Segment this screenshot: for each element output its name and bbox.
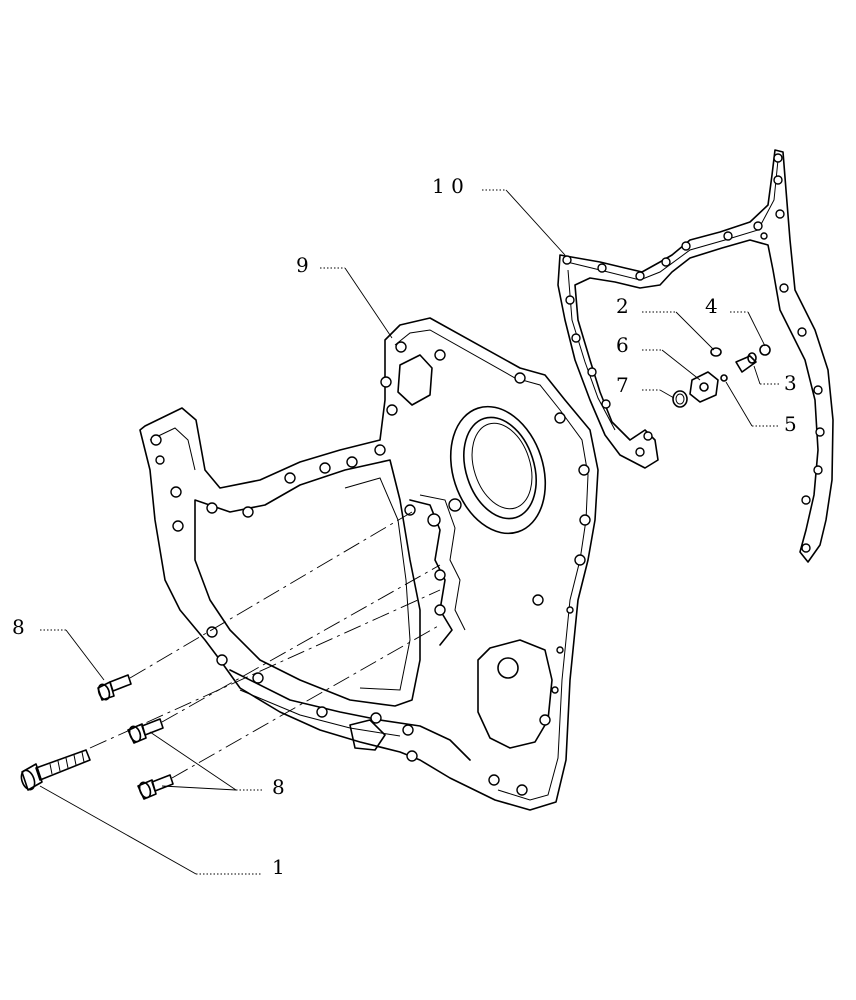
callout-8-lower: 8: [272, 775, 285, 799]
callout-4: 4: [705, 294, 718, 318]
timing-cover-part-9: [139, 317, 599, 811]
callout-labels: 1 0 9 2 4 6 7 3 5 8 8 1: [12, 174, 797, 879]
callout-1: 1: [272, 855, 285, 879]
gasket-part-10: [557, 149, 834, 563]
callout-7: 7: [616, 373, 629, 397]
callout-3: 3: [784, 371, 797, 395]
callout-9: 9: [296, 253, 309, 277]
bolts-parts-1-8: [20, 674, 174, 800]
small-parts-2-7: [672, 344, 771, 408]
callout-10: 1 0: [432, 174, 464, 198]
callout-8-upper: 8: [12, 615, 25, 639]
callout-5: 5: [784, 412, 797, 436]
assembly-center-lines: [89, 511, 441, 779]
callout-6: 6: [616, 333, 629, 357]
leader-lines: [39, 189, 780, 875]
callout-2: 2: [616, 294, 629, 318]
